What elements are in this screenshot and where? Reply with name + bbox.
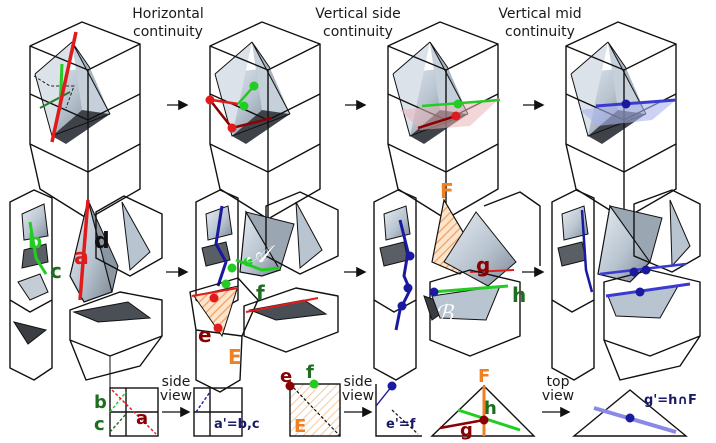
bottom-label-e: e [280, 366, 292, 387]
mid-group-1: b c a d [9, 189, 163, 402]
mid-group-3: F g h ℬ [373, 179, 541, 381]
bottom-label-f: f [306, 362, 314, 383]
label-b: b [28, 229, 42, 253]
bottom-panel-3: F h g top view g'=h∩F [430, 366, 697, 441]
label-E: E [228, 345, 242, 369]
label-F: F [440, 179, 454, 203]
side-view-2-a: side [344, 374, 373, 390]
side-view-1-a: side [162, 374, 191, 390]
top-cube-4 [565, 21, 677, 220]
top-cube-2 [205, 21, 321, 220]
bottom-label-h: h [484, 398, 497, 419]
bottom-label-g: g [460, 420, 473, 441]
label-B: ℬ [434, 300, 455, 328]
top-view-a: top [547, 374, 570, 390]
header-vside-1: Vertical side [315, 6, 401, 22]
mid-group-4 [551, 189, 701, 381]
label-c: c [50, 259, 62, 283]
mid-group-2: 𝒜 f e E [189, 189, 339, 393]
top-cube-1 [29, 21, 141, 220]
side-view-2-b: view [342, 388, 374, 404]
header-vside-2: continuity [323, 24, 393, 40]
label-a: a [74, 245, 89, 270]
bottom-panel-2: e f E side view e'=f [280, 362, 422, 437]
header-vmid-1: Vertical mid [498, 6, 581, 22]
header-vmid-2: continuity [505, 24, 575, 40]
bottom-result-2: e'=f [386, 417, 416, 432]
label-d: d [94, 229, 110, 254]
label-g: g [476, 253, 490, 277]
bottom-label-F: F [478, 366, 490, 387]
bottom-label-c: c [94, 414, 105, 435]
label-e: e [198, 323, 212, 347]
header-horizontal-2: continuity [133, 24, 203, 40]
bottom-result-1: a'=b,c [214, 417, 260, 432]
label-f: f [256, 281, 265, 305]
bottom-panel-1: b c a side view a'=b,c [94, 374, 260, 437]
bottom-label-a: a [136, 408, 148, 429]
top-view-b: view [542, 388, 574, 404]
side-view-1-b: view [160, 388, 192, 404]
label-h: h [512, 283, 526, 307]
top-cube-3 [387, 21, 501, 220]
bottom-result-3: g'=h∩F [644, 393, 697, 408]
bottom-label-E: E [294, 416, 306, 437]
bottom-label-b: b [94, 392, 107, 413]
header-horizontal-1: Horizontal [132, 6, 203, 22]
